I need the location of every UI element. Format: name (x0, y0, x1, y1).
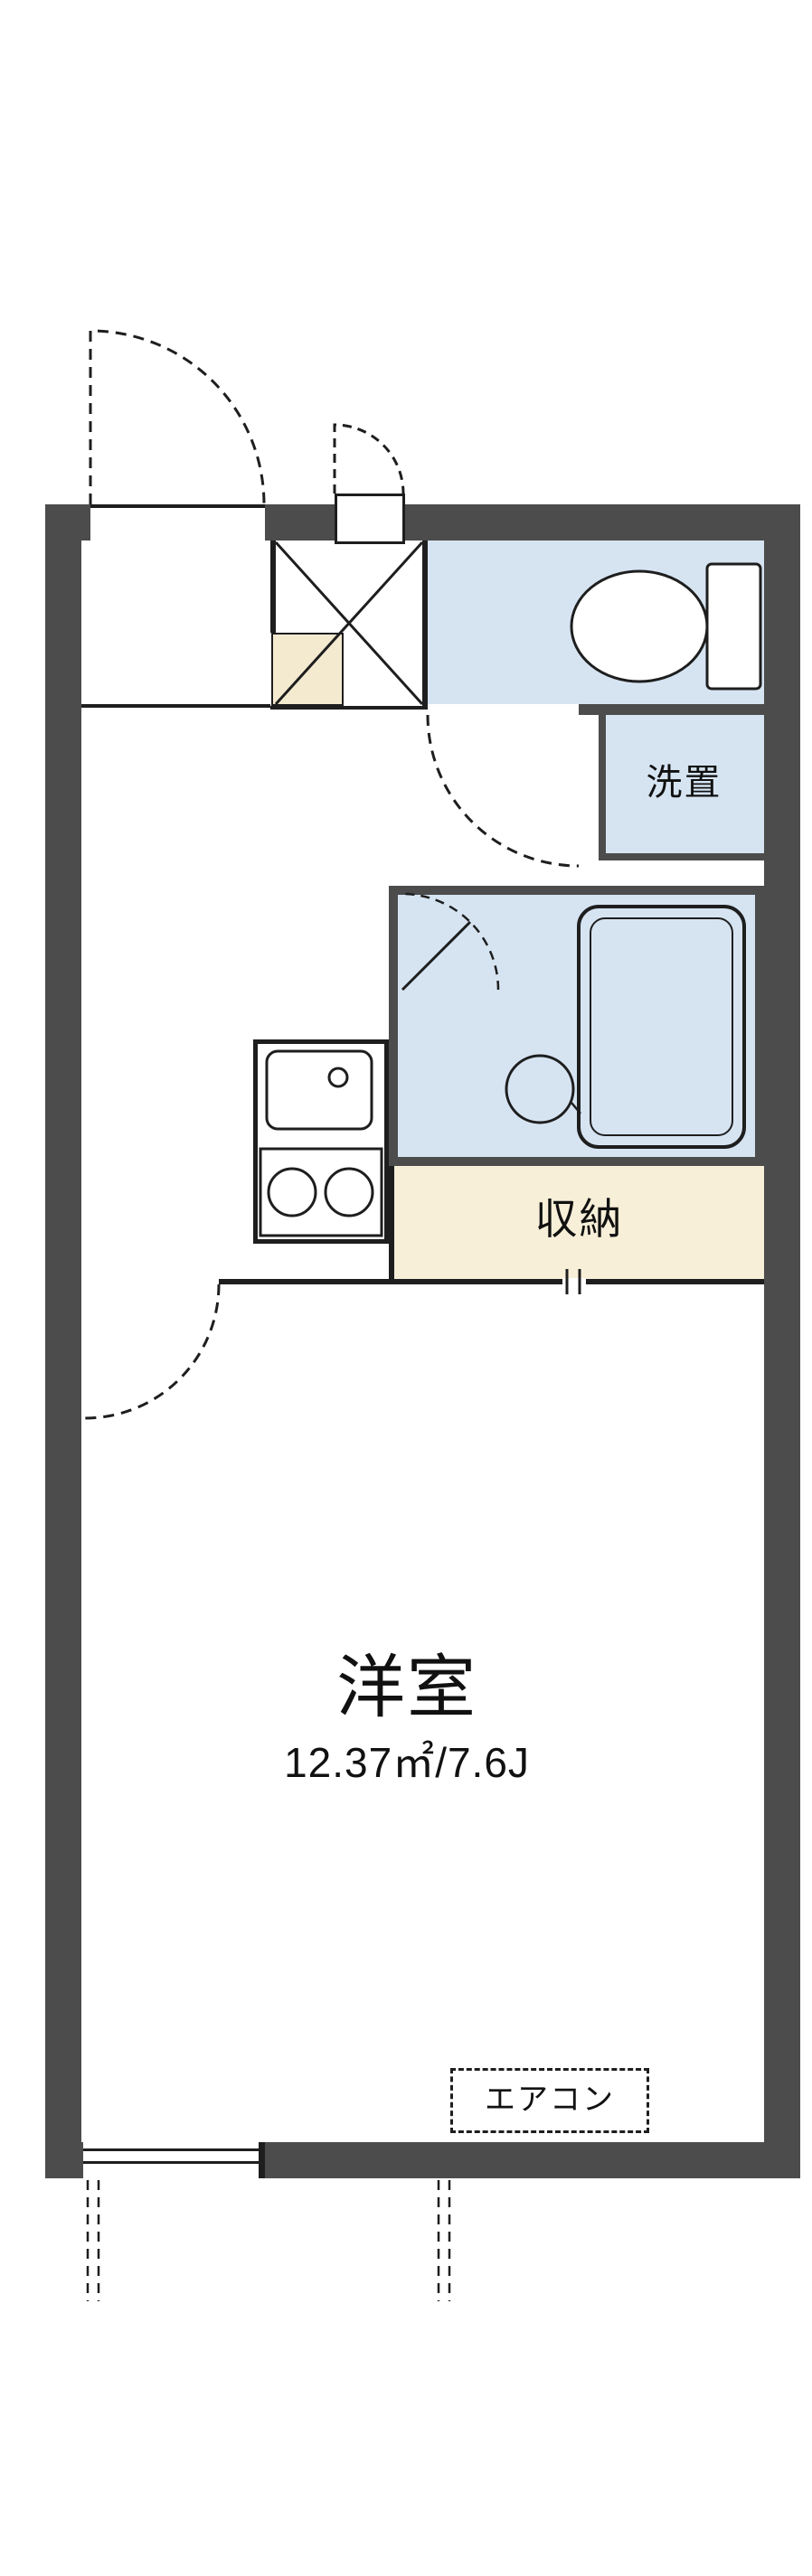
outer-wall-right (764, 504, 800, 2178)
aircon-label: エアコン (485, 2082, 615, 2118)
entrance-threshold-line (90, 504, 265, 508)
boundary-dashes (86, 2180, 451, 2301)
bottom-window (83, 2142, 265, 2178)
wall-storage-left (389, 1166, 394, 1284)
wall-room-top (219, 1279, 392, 1284)
outer-wall-left (45, 504, 81, 2178)
aircon-box: エアコン (450, 2068, 649, 2133)
toilet-room-floor (428, 541, 764, 704)
bottom-window-line-outer (83, 2148, 265, 2151)
outer-wall-top-mid (265, 504, 335, 541)
entrance-step-edge (81, 704, 270, 708)
main-room-label: 洋室 (336, 1650, 477, 1726)
bottom-window-line-inner (83, 2161, 265, 2164)
bottom-window-end-tick (259, 2142, 265, 2178)
toilet-door-arc (426, 714, 580, 868)
washer-area-floor (606, 715, 764, 853)
wall-washer-bottom (599, 853, 764, 860)
service-door-arc (333, 423, 405, 494)
voidbox-bottom-edge (270, 706, 428, 710)
wall-voidbox-toilet (422, 541, 428, 710)
kitchen-unit (253, 1039, 389, 1244)
wall-toilet-bottom (579, 704, 764, 715)
bathroom-floor (398, 895, 755, 1157)
storage-area (394, 1166, 764, 1279)
main-room-size-label: 12.37㎡/7.6J (284, 1739, 530, 1786)
room-door-swing-arc (84, 1283, 221, 1420)
washer-label: 洗置 (646, 763, 722, 803)
outer-wall-bottom-right (265, 2142, 800, 2178)
outer-wall-top-right (405, 504, 800, 541)
wall-entrance-voidbox (270, 541, 276, 633)
entrance-step (271, 633, 344, 706)
storage-wall-break-gap (562, 1278, 586, 1286)
outer-wall-bottom-left (45, 2142, 83, 2178)
outer-wall-top-left (45, 504, 90, 541)
wall-washer-left (599, 710, 606, 860)
entrance-door-arc (89, 329, 266, 505)
storage-label: 収納 (534, 1195, 624, 1243)
service-door-leaf (335, 494, 405, 544)
